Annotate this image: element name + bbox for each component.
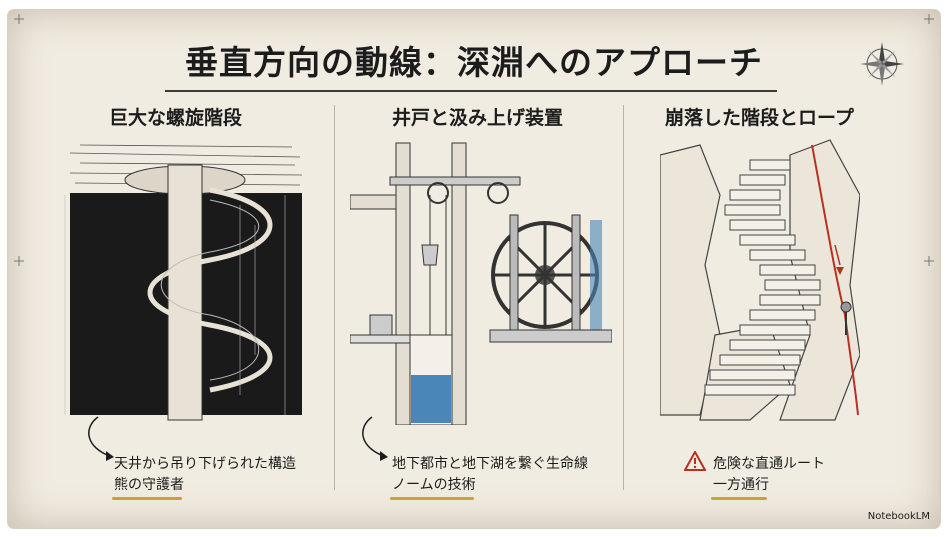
curved-arrow-icon [362,416,388,461]
caption-line2: 一方通行 [711,475,769,500]
caption-line2: 熊の守護者 [112,475,184,500]
heading-collapsed-stairs: 崩落した階段とロープ [665,107,854,129]
corner-mark-icon [14,14,24,24]
collapsed-stairs-illustration [660,139,860,421]
heading-well-and-lift: 井戸と汲み上げ装置 [392,107,564,129]
caption-collapsed-stairs: 危険な直通ルート 一方通行 [711,454,825,500]
corner-mark-icon [924,14,934,24]
warning-triangle-icon [684,451,706,471]
watermark: NotebookLM [867,511,930,522]
caption-line2: ノームの技術 [390,475,476,500]
column-divider [334,105,335,490]
caption-line1: 危険な直通ルート [713,456,825,472]
column-divider [623,105,624,490]
well-pump-illustration [350,142,612,425]
corner-mark-icon [924,256,934,266]
heading-spiral-staircase: 巨大な螺旋階段 [109,107,243,129]
caption-well-and-lift: 地下都市と地下湖を繋ぐ生命線 ノームの技術 [390,454,588,500]
curved-arrow-icon [88,416,114,461]
title-underline [165,90,777,92]
slide-title: 垂直方向の動線：深淵へのアプローチ [185,43,763,82]
spiral-staircase-illustration [64,144,303,421]
caption-line1: 天井から吊り下げられた構造 [114,456,296,472]
caption-spiral-staircase: 天井から吊り下げられた構造 熊の守護者 [112,454,296,500]
caption-line1: 地下都市と地下湖を繋ぐ生命線 [392,456,588,472]
corner-mark-icon [14,256,24,266]
compass-rose-icon [860,42,904,86]
